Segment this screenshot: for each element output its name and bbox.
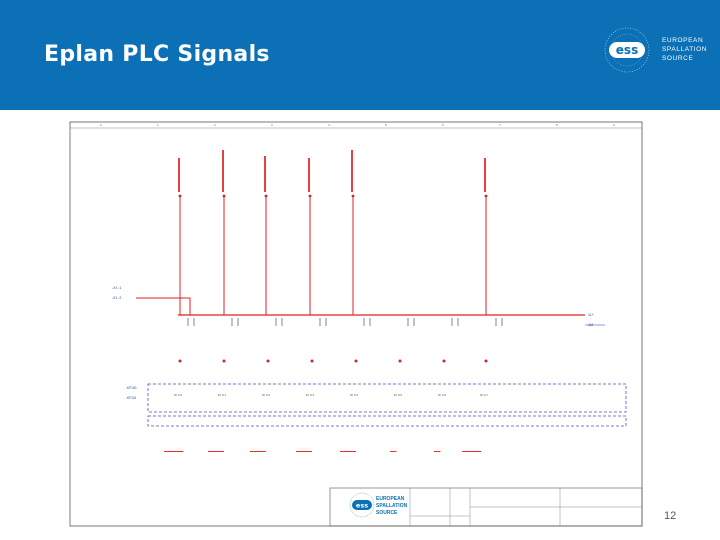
rotated-labels [178, 150, 486, 192]
svg-text:DI 0.5: DI 0.5 [394, 393, 402, 397]
io-channels: DI 0.0 DI 0.1 DI 0.2 DI 0.3 DI 0.4 DI 0.5 DI… [174, 393, 488, 397]
svg-text:2: 2 [214, 123, 216, 127]
svg-text:-KF100: -KF100 [126, 386, 137, 390]
svg-text:▬▬▬▬▬: ▬▬▬▬▬ [250, 449, 267, 453]
column-markers: 0 1 2 3 4 5 6 7 8 9 [100, 123, 615, 127]
signal-column-dots [178, 194, 488, 198]
svg-text:▬▬▬▬▬: ▬▬▬▬▬ [296, 449, 313, 453]
logo-line-2: SPALLATION [662, 46, 708, 53]
svg-text:DI 0.3: DI 0.3 [306, 393, 314, 397]
svg-text:DI 0.6: DI 0.6 [438, 393, 446, 397]
page-number: 12 [664, 510, 677, 522]
svg-text:4: 4 [328, 123, 330, 127]
svg-text:DI 0.2: DI 0.2 [262, 393, 270, 397]
left-inputs: -X1 :1 -X1 :2 [112, 286, 121, 300]
svg-text:▬▬▬▬▬: ▬▬▬▬▬ [208, 449, 225, 453]
svg-text:DI 0.7: DI 0.7 [480, 393, 488, 397]
svg-text:▬▬: ▬▬ [390, 449, 397, 453]
logo-line-1: EUROPEAN [662, 37, 704, 44]
signal-columns [179, 195, 487, 315]
svg-text:6: 6 [442, 123, 444, 127]
titleblock-line-2: SPALLATION [376, 503, 408, 509]
svg-text:▬▬▬▬▬▬: ▬▬▬▬▬▬ [462, 449, 482, 453]
svg-text:7: 7 [499, 123, 501, 127]
titleblock-mark: ess [356, 502, 368, 510]
contacts [187, 318, 503, 326]
io-module-box [147, 383, 627, 427]
logo-mark: ess [616, 43, 638, 57]
slide-header: Eplan PLC Signals ess EUROPEAN SPALLATIO… [0, 0, 720, 110]
signal-descriptions: ▬▬▬▬▬▬▬▬▬▬▬ ▬▬▬▬▬▬▬▬▬▬ ▬▬▬▬▬▬▬ ▬▬▬▬▬▬▬▬ [164, 449, 482, 453]
titleblock-line-3: SOURCE [376, 510, 398, 516]
svg-text:1: 1 [157, 123, 159, 127]
svg-text:DI 0.4: DI 0.4 [350, 393, 358, 397]
svg-text:-KF101: -KF101 [126, 396, 137, 400]
ess-logo: ess [604, 27, 650, 73]
svg-text:1L+: 1L+ [588, 313, 594, 317]
svg-text:5: 5 [385, 123, 387, 127]
svg-text:DI 0.0: DI 0.0 [174, 393, 182, 397]
logo-text: EUROPEAN SPALLATION SOURCE [662, 36, 707, 63]
drawing-frame [69, 121, 643, 527]
feed-wire [136, 297, 191, 315]
svg-text:9: 9 [613, 123, 615, 127]
svg-text:-X1 :2: -X1 :2 [112, 296, 121, 300]
svg-text:-X1 :1: -X1 :1 [112, 286, 121, 290]
svg-text:8: 8 [556, 123, 558, 127]
svg-text:▬▬▬▬▬▬: ▬▬▬▬▬▬ [164, 449, 184, 453]
svg-text:0: 0 [100, 123, 102, 127]
title-block: ess EUROPEAN SPALLATION SOURCE [329, 487, 643, 527]
titleblock-line-1: EUROPEAN [376, 496, 405, 502]
svg-text:DI 0.1: DI 0.1 [218, 393, 226, 397]
slide-title: Eplan PLC Signals [44, 42, 270, 67]
module-label: -KF100 -KF101 [126, 386, 137, 400]
svg-text:▬▬: ▬▬ [434, 449, 441, 453]
svg-text:▬▬▬▬▬: ▬▬▬▬▬ [340, 449, 357, 453]
logo-line-3: SOURCE [662, 55, 694, 62]
terminal-markers [178, 359, 488, 363]
svg-text:3: 3 [271, 123, 273, 127]
